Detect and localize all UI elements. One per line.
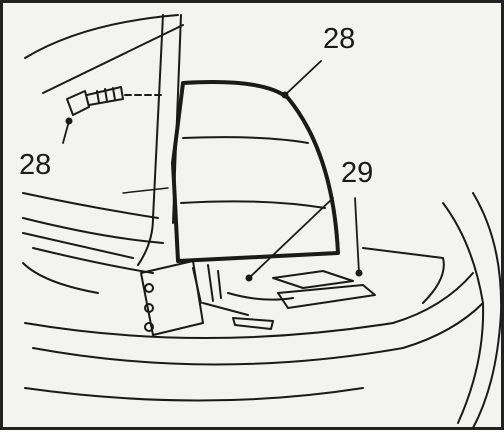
leader-dot [355, 269, 363, 277]
leader-dot [65, 117, 73, 125]
callout-28-window-glass: 28 [321, 23, 358, 55]
door-lower-panel [22, 192, 503, 429]
regulator-guides [140, 260, 376, 336]
leader-lines [62, 60, 360, 279]
window-glass [122, 80, 340, 263]
door-assembly-drawing [22, 14, 503, 429]
leader-dot [281, 91, 289, 99]
callout-28-bolt: 28 [17, 149, 54, 181]
bolt [66, 86, 164, 116]
door-frame [22, 14, 184, 274]
callout-29-regulator-guides: 29 [339, 157, 376, 189]
leader-dot [245, 274, 253, 282]
